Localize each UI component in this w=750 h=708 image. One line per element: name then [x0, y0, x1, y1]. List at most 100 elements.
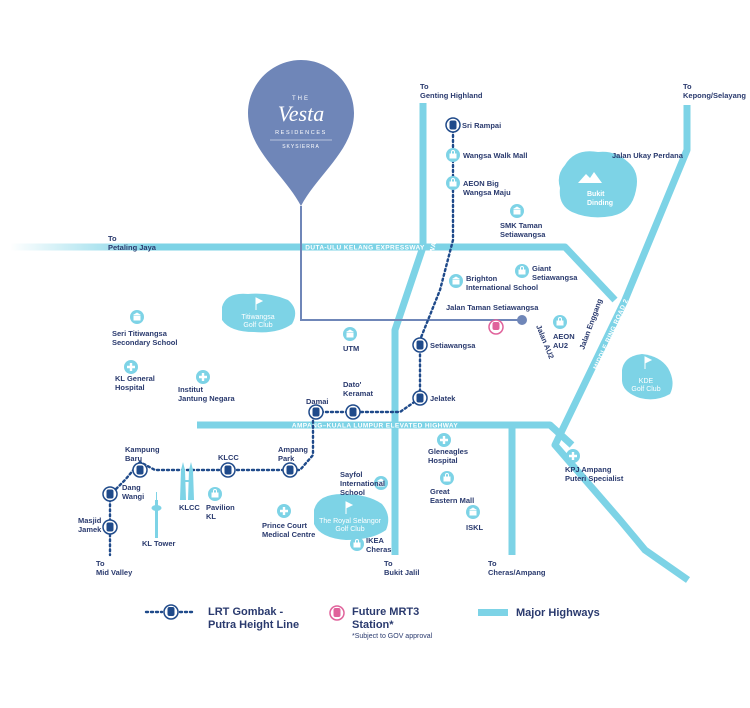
- mountain-icon: [578, 172, 602, 183]
- legend-lrt: LRT Gombak - Putra Height Line: [144, 604, 299, 631]
- road-jalan-ukay-perdana: Jalan Ukay Perdana: [612, 151, 684, 160]
- svg-text:Giant: Giant: [532, 264, 552, 273]
- major-highways: [10, 103, 691, 583]
- svg-text:The Royal Selangor: The Royal Selangor: [319, 518, 382, 525]
- station-label: Park: [278, 454, 295, 463]
- svg-text:Wangsa Maju: Wangsa Maju: [463, 188, 511, 197]
- svg-text:Kepong/Selayang: Kepong/Selayang: [683, 91, 746, 100]
- station-setiawangsa: Setiawangsa: [412, 337, 476, 353]
- svg-text:Titiwangsa: Titiwangsa: [241, 314, 274, 321]
- svg-text:SKYSIERRA: SKYSIERRA: [282, 144, 320, 150]
- mall-icon: [446, 148, 460, 162]
- svg-text:Brighton: Brighton: [466, 274, 498, 283]
- road-jalan-taman-setiawangsa: Jalan Taman Setiawangsa: [446, 303, 539, 312]
- titiwangsa-golf-area: [222, 293, 296, 333]
- svg-text:Station*: Station*: [352, 619, 394, 631]
- svg-text:KLCC: KLCC: [179, 503, 200, 512]
- svg-text:SMK Taman: SMK Taman: [500, 221, 543, 230]
- svg-text:Pavilion: Pavilion: [206, 503, 235, 512]
- svg-text:RESIDENCES: RESIDENCES: [275, 130, 327, 136]
- svg-text:KL General: KL General: [115, 374, 155, 383]
- svg-text:*Subject to GOV approval: *Subject to GOV approval: [352, 633, 433, 640]
- mall-icon: [553, 315, 567, 329]
- ampang-kl-elevated-highway: [197, 421, 575, 448]
- station-damai: Damai: [306, 397, 329, 420]
- legend-highway: Major Highways: [478, 607, 600, 619]
- school-icon: [130, 310, 144, 324]
- legend-mrt: Future MRT3 Station* *Subject to GOV app…: [329, 605, 433, 640]
- svg-text:Hospital: Hospital: [428, 456, 458, 465]
- bukit-dinding-label: Bukit Dinding: [587, 191, 613, 207]
- hospital-icon: [277, 504, 291, 518]
- svg-text:Medical Centre: Medical Centre: [262, 530, 315, 539]
- kl-tower-icon: [151, 492, 162, 538]
- svg-text:Genting Highland: Genting Highland: [420, 91, 483, 100]
- svg-text:International School: International School: [466, 283, 538, 292]
- station-label: Kampung: [125, 445, 160, 454]
- school-icon: [449, 274, 463, 288]
- station-label: Sri Rampai: [462, 121, 501, 130]
- svg-text:Jantung Negara: Jantung Negara: [178, 394, 236, 403]
- station-label: Masjid: [78, 516, 102, 525]
- svg-text:Puteri Specialist: Puteri Specialist: [565, 474, 624, 483]
- svg-text:To: To: [420, 82, 429, 91]
- svg-text:Sayfol: Sayfol: [340, 470, 363, 479]
- hospital-icon: [196, 370, 210, 384]
- vesta-location-pin: THE Vesta RESIDENCES SKYSIERRA: [248, 60, 354, 206]
- svg-text:Mid Valley: Mid Valley: [96, 568, 133, 577]
- svg-text:Eastern Mall: Eastern Mall: [430, 496, 474, 505]
- svg-text:International: International: [340, 479, 385, 488]
- svg-text:Seri Titiwangsa: Seri Titiwangsa: [112, 329, 168, 338]
- mall-icon: [208, 487, 222, 501]
- svg-text:KDE: KDE: [639, 378, 654, 385]
- station-label: Dato': [343, 380, 362, 389]
- lrt-stations: Sri RampaiSetiawangsaJelatekDato'Keramat…: [78, 117, 501, 535]
- station-jelatek: Jelatek: [412, 390, 456, 406]
- svg-text:Cheras/Ampang: Cheras/Ampang: [488, 568, 546, 577]
- svg-text:Golf Club: Golf Club: [631, 386, 660, 393]
- utm-label: UTM: [343, 344, 359, 353]
- station-sri-rampai: Sri Rampai: [445, 117, 501, 133]
- mall-icon: [440, 471, 454, 485]
- pin-connector-road: [300, 206, 521, 321]
- school-icon: [374, 476, 388, 490]
- svg-text:Prince Court: Prince Court: [262, 521, 308, 530]
- svg-text:THE: THE: [292, 96, 310, 102]
- svg-text:Gleneagles: Gleneagles: [428, 447, 468, 456]
- titiwangsa-golf-label: Titiwangsa Golf Club: [241, 314, 274, 329]
- svg-text:KL Tower: KL Tower: [142, 539, 176, 548]
- svg-text:To: To: [96, 559, 105, 568]
- royal-selangor-golf-area: [314, 494, 389, 540]
- svg-text:AEON Big: AEON Big: [463, 179, 499, 188]
- svg-text:Bukit: Bukit: [587, 191, 605, 198]
- svg-text:School: School: [340, 488, 365, 497]
- svg-text:Dinding: Dinding: [587, 200, 613, 207]
- hospital-icon: [566, 449, 580, 463]
- station-label: Baru: [125, 454, 143, 463]
- duta-ulu-kelang-expressway: [150, 243, 618, 303]
- svg-text:Cheras: Cheras: [366, 545, 391, 554]
- svg-text:Great: Great: [430, 487, 450, 496]
- kde-golf-label: KDE Golf Club: [631, 378, 660, 393]
- svg-text:Jalan Taman Setiawangsa: Jalan Taman Setiawangsa: [446, 303, 539, 312]
- svg-text:KPJ Ampang: KPJ Ampang: [565, 465, 612, 474]
- svg-text:To: To: [488, 559, 497, 568]
- svg-text:To: To: [384, 559, 393, 568]
- station-label: Dang: [122, 483, 141, 492]
